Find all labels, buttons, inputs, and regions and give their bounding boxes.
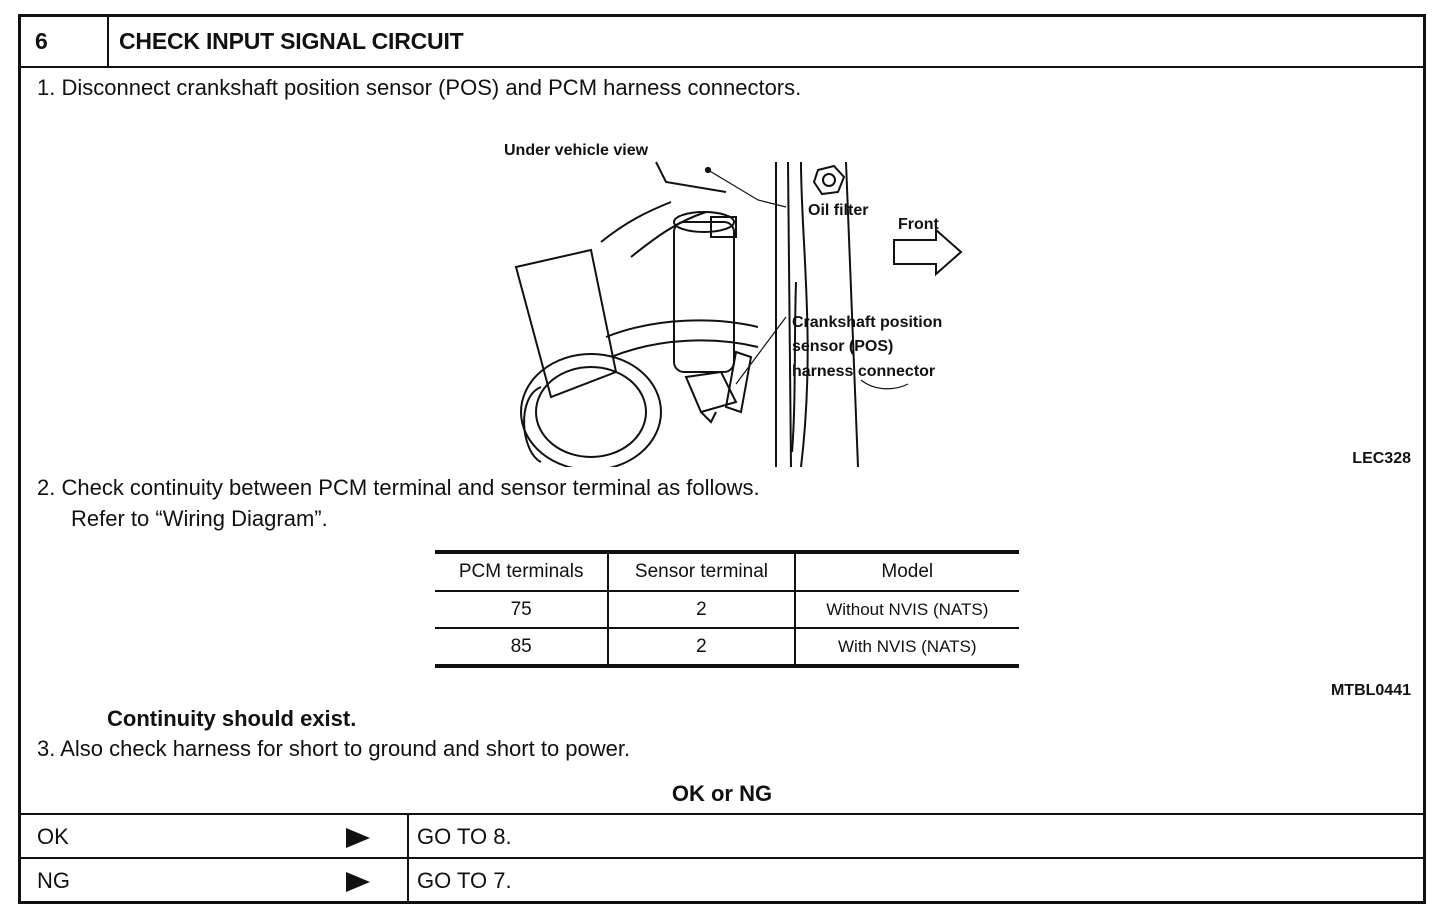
column-header-model: Model [793, 552, 1019, 592]
sensor-terminal-cell: 2 [607, 628, 795, 668]
continuity-table: PCM terminals Sensor terminal Model 75 2… [435, 550, 1019, 668]
column-header-sensor: Sensor terminal [607, 552, 795, 592]
result-title: OK or NG [671, 781, 773, 806]
play-arrow-icon [346, 828, 370, 848]
column-header-pcm: PCM terminals [435, 552, 609, 592]
table-header-row: PCM terminals Sensor terminal Model [435, 552, 1019, 592]
table-row: 85 2 With NVIS (NATS) [435, 628, 1019, 668]
step-2-text: 2. Check continuity between PCM terminal… [37, 475, 760, 500]
view-label: Under vehicle view [504, 142, 649, 159]
ok-result-row: OK GO TO 8. [21, 813, 1423, 859]
figure-id: LEC328 [1352, 450, 1411, 467]
sensor-label-line-2: sensor (POS) [792, 338, 893, 355]
sensor-label-line-3: harness connector [792, 363, 935, 380]
diagnostic-procedure-frame: 6 CHECK INPUT SIGNAL CIRCUIT 1. Disconne… [18, 14, 1426, 904]
step-title: CHECK INPUT SIGNAL CIRCUIT [119, 28, 464, 54]
continuity-note: Continuity should exist. [107, 706, 357, 731]
sensor-terminal-cell: 2 [607, 591, 795, 629]
ng-label: NG [37, 868, 70, 893]
step-1-text: 1. Disconnect crankshaft position sensor… [37, 75, 802, 100]
model-cell: Without NVIS (NATS) [793, 591, 1019, 629]
wiring-diagram-reference: Refer to “Wiring Diagram”. [71, 506, 328, 531]
oil-filter-label: Oil filter [808, 202, 868, 219]
step-header: 6 CHECK INPUT SIGNAL CIRCUIT [21, 17, 1423, 68]
pcm-terminal-cell: 75 [435, 591, 609, 629]
table-id: MTBL0441 [1330, 682, 1411, 699]
ng-result-row: NG GO TO 7. [21, 857, 1423, 903]
step-3-text: 3. Also check harness for short to groun… [37, 736, 631, 761]
ok-action: GO TO 8. [407, 815, 512, 859]
play-arrow-icon [346, 872, 370, 892]
front-label: Front [898, 216, 940, 233]
table-row: 75 2 Without NVIS (NATS) [435, 591, 1019, 629]
step-number: 6 [21, 17, 109, 66]
ng-action: GO TO 7. [407, 859, 512, 903]
pcm-terminal-cell: 85 [435, 628, 609, 668]
ok-label: OK [37, 824, 69, 849]
sensor-label-line-1: Crankshaft position [792, 314, 942, 331]
under-vehicle-diagram: Under vehicle view Oil filter Front Cran… [496, 122, 996, 467]
crankshaft-sensor-illustration: Under vehicle view Oil filter Front Cran… [504, 142, 963, 467]
model-cell: With NVIS (NATS) [793, 628, 1019, 668]
front-arrow-icon [893, 227, 963, 277]
